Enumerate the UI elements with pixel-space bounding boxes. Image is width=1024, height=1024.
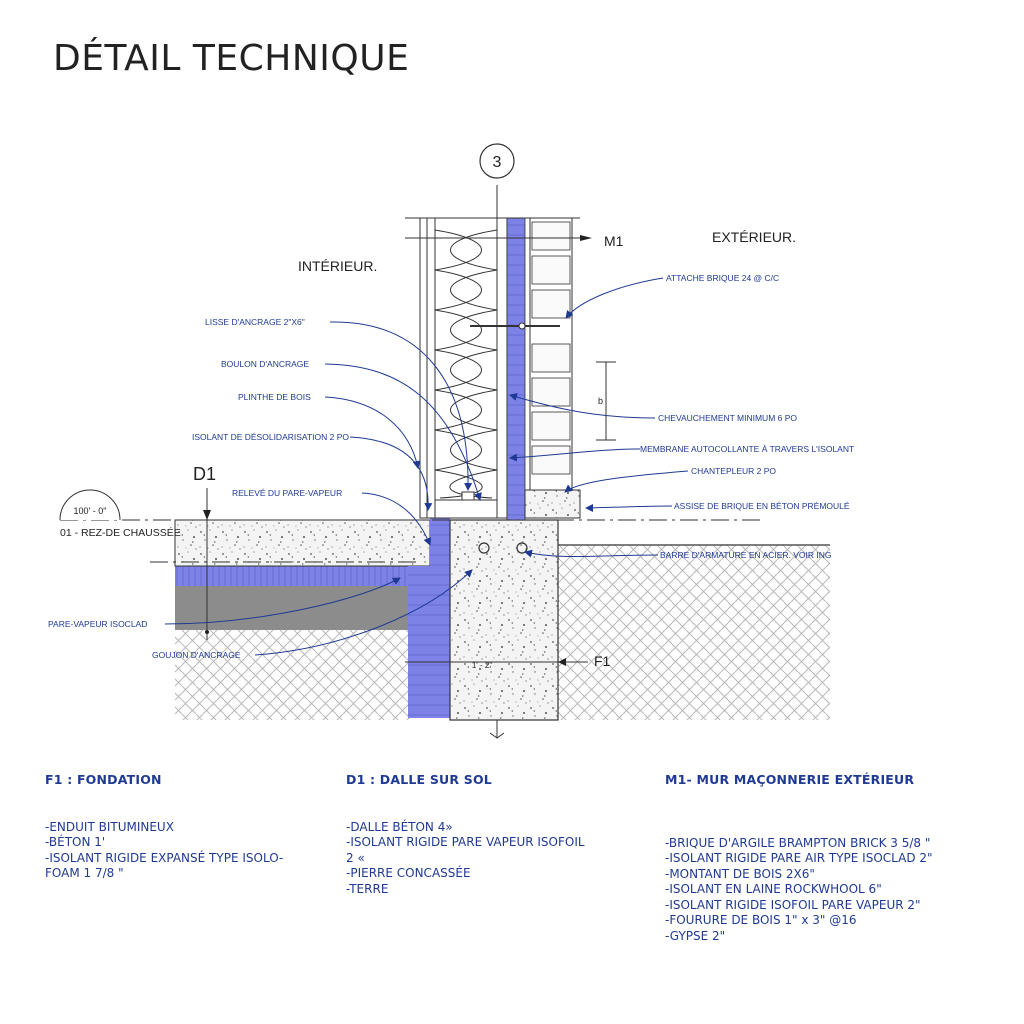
callout-pare-vapeur: PARE-VAPEUR ISOCLAD bbox=[48, 619, 147, 629]
callout-barre: BARRE D'ARMATURE EN ACIER. VOIR ING bbox=[660, 550, 832, 560]
page-title: DÉTAIL TECHNIQUE bbox=[53, 38, 410, 79]
legend-d1: D1 : DALLE SUR SOL -DALLE BÉTON 4» -ISOL… bbox=[346, 772, 616, 897]
footing-dimension: 1' - 2" bbox=[472, 661, 493, 670]
crushed-stone-layer bbox=[175, 586, 410, 630]
section-tag-circle bbox=[479, 143, 515, 179]
rockwool-insulation bbox=[434, 229, 483, 499]
interior-label: INTÉRIEUR. bbox=[298, 258, 377, 274]
legend-d1-line: 2 « bbox=[346, 850, 365, 865]
foundation-insulation bbox=[408, 566, 450, 718]
callout-isolant-desolidarisation: ISOLANT DE DÉSOLIDARISATION 2 PO bbox=[192, 432, 349, 442]
legend-f1-line: FOAM 1 7/8 " bbox=[45, 866, 124, 880]
callout-lisse: LISSE D'ANCRAGE 2"X6" bbox=[205, 317, 305, 327]
brick-dimension: b bbox=[598, 396, 603, 406]
brick-courses bbox=[531, 221, 571, 475]
soil-exterior bbox=[558, 545, 830, 720]
callout-chevauchement: CHEVAUCHEMENT MINIMUM 6 PO bbox=[658, 413, 797, 423]
legend-m1-heading: M1- MUR MAÇONNERIE EXTÉRIEUR bbox=[665, 772, 915, 787]
legend-m1-line: -ISOLANT EN LAINE ROCKWHOOL 6" bbox=[665, 882, 882, 896]
exterior-label: EXTÉRIEUR. bbox=[712, 229, 796, 245]
legend-f1-line: -BÉTON 1' bbox=[45, 835, 106, 849]
callout-boulon: BOULON D'ANCRAGE bbox=[221, 359, 309, 369]
legend-m1-line: -MONTANT DE BOIS 2X6" bbox=[665, 866, 815, 881]
legend-d1-heading: D1 : DALLE SUR SOL bbox=[346, 772, 492, 787]
anchor-bolt-washer bbox=[461, 491, 475, 501]
legend-m1-line: -BRIQUE D'ARGILE BRAMPTON BRICK 3 5/8 " bbox=[665, 835, 931, 850]
callout-assise: ASSISE DE BRIQUE EN BÉTON PRÉMOULÉ bbox=[674, 501, 850, 511]
section-tag: 3 bbox=[493, 154, 502, 171]
callout-plinthe: PLINTHE DE BOIS bbox=[238, 392, 311, 402]
legend-m1: M1- MUR MAÇONNERIE EXTÉRIEUR -BRIQUE D'A… bbox=[665, 772, 995, 944]
construction-detail-drawing: 3 100' - 0" 01 - REZ-DE CHAUSSÉE D1 M1 F… bbox=[48, 143, 854, 739]
m1-marker: M1 bbox=[604, 233, 624, 249]
level-name: 01 - REZ-DE CHAUSSÉE bbox=[60, 526, 181, 539]
foundation-wall bbox=[449, 519, 559, 721]
level-marker bbox=[59, 489, 121, 521]
callout-chantepleur: CHANTEPLEUR 2 PO bbox=[691, 466, 776, 476]
sheathing bbox=[496, 217, 508, 519]
callout-goujon: GOUJON D'ANCRAGE bbox=[152, 650, 241, 660]
legend-f1-line: -ENDUIT BITUMINEUX bbox=[45, 819, 174, 834]
bottom-plate bbox=[434, 499, 498, 519]
legend-d1-line: -TERRE bbox=[346, 881, 389, 896]
legend-m1-line: -GYPSE 2" bbox=[665, 928, 726, 943]
isoclad-insulation bbox=[506, 217, 526, 521]
rebar-1 bbox=[478, 542, 490, 554]
legend-f1-heading: F1 : FONDATION bbox=[45, 772, 162, 787]
wood-furring bbox=[426, 217, 436, 519]
precast-brick-base bbox=[524, 489, 581, 519]
wood-stud-cavity bbox=[434, 217, 498, 501]
gypsum-board bbox=[419, 217, 428, 519]
legend-m1-line: -FOURURE DE BOIS 1" x 3" @16 bbox=[665, 913, 857, 927]
desolidarisation-insulation bbox=[430, 518, 450, 566]
legend-d1-line: -DALLE BÉTON 4» bbox=[346, 819, 453, 834]
legend-d1-line: -PIERRE CONCASSÉE bbox=[346, 866, 471, 880]
rebar-2 bbox=[516, 542, 528, 554]
legend-m1-line: -ISOLANT RIGIDE ISOFOIL PARE VAPEUR 2" bbox=[665, 897, 921, 912]
callout-membrane: MEMBRANE AUTOCOLLANTE À TRAVERS L'ISOLAN… bbox=[640, 444, 854, 454]
legend-f1: F1 : FONDATION -ENDUIT BITUMINEUX -BÉTON… bbox=[45, 772, 305, 882]
callout-releve: RELEVÉ DU PARE-VAPEUR bbox=[232, 488, 342, 498]
legend-f1-line: -ISOLANT RIGIDE EXPANSÉ TYPE ISOLO- bbox=[45, 850, 284, 865]
legend-m1-line: -ISOLANT RIGIDE PARE AIR TYPE ISOCLAD 2" bbox=[665, 851, 933, 865]
f1-marker: F1 bbox=[594, 653, 611, 669]
level-value: 100' - 0" bbox=[74, 506, 107, 516]
concrete-slab bbox=[174, 519, 431, 567]
slab-insulation bbox=[175, 566, 420, 586]
callout-attache: ATTACHE BRIQUE 24 @ C/C bbox=[666, 273, 779, 283]
legend-d1-line: -ISOLANT RIGIDE PARE VAPEUR ISOFOIL bbox=[346, 835, 585, 849]
d1-marker: D1 bbox=[193, 464, 216, 484]
